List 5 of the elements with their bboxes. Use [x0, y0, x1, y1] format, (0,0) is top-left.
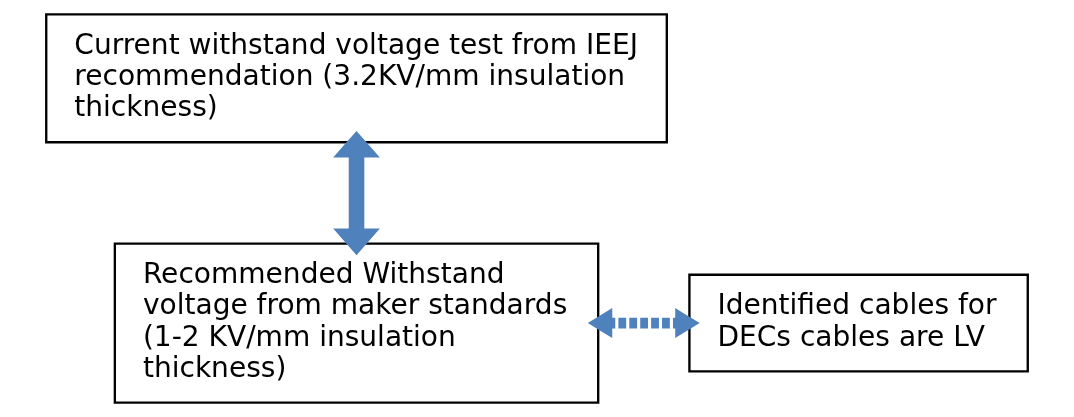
node-box: Recommended Withstand voltage from maker standards (1-2 KV/mm insulation thickness) [113, 242, 600, 404]
node-box: Current withstand voltage test from IEEJ recommendation (3.2KV/mm insulation thickness) [45, 13, 668, 144]
node-box: Identified cables for DECs cables are LV [688, 273, 1029, 373]
arrow [333, 130, 380, 256]
arrow [587, 308, 700, 339]
